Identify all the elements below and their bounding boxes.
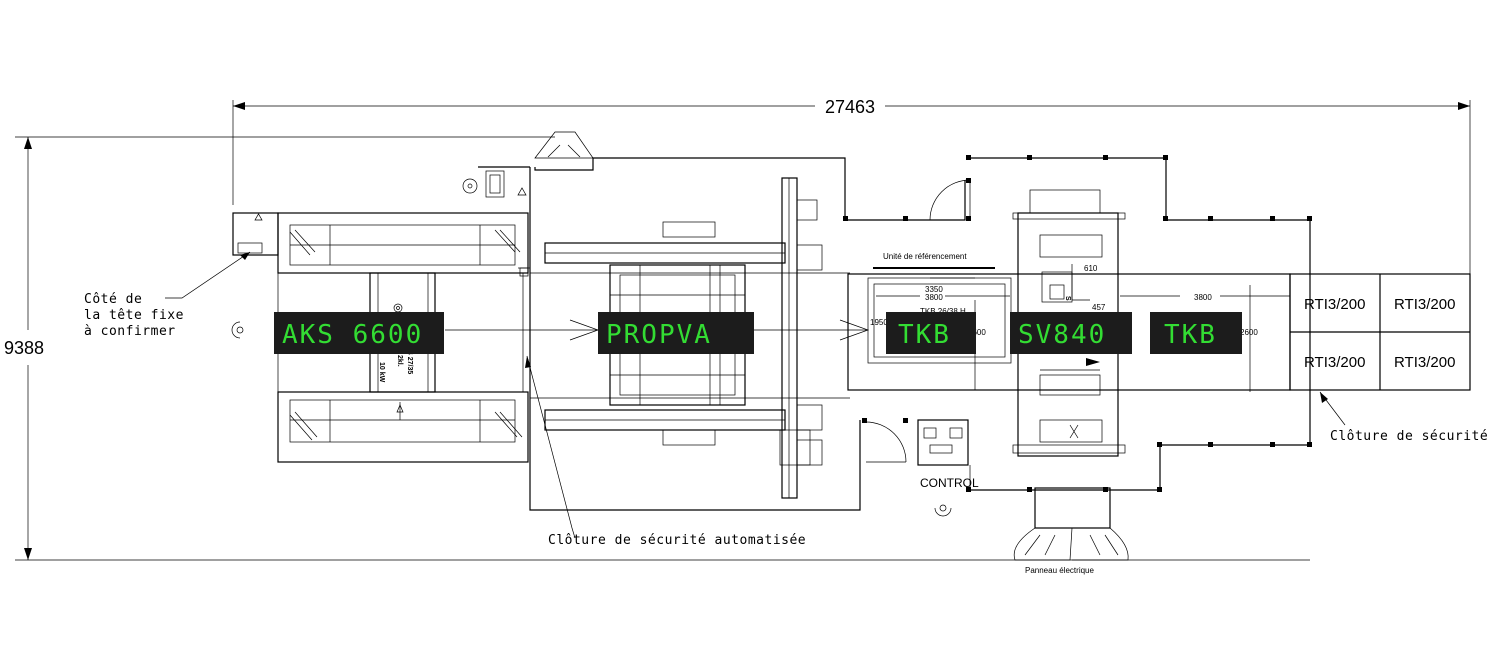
svg-text:2600: 2600 <box>968 328 986 337</box>
propva-machine-drawing <box>445 177 870 499</box>
machine-label-aks: AKS 6600 <box>274 312 444 354</box>
machine-label-sv840-text: SV840 <box>1018 320 1106 350</box>
svg-text:2600: 2600 <box>1240 328 1258 337</box>
electrical-panel-label: Panneau électrique <box>1025 566 1094 575</box>
machine-label-sv840: SV840 <box>1010 312 1132 354</box>
svg-text:457: 457 <box>1092 303 1106 312</box>
machine-label-tkb-2: TKB <box>1150 312 1242 354</box>
svg-text:2kl.: 2kl. <box>396 355 403 367</box>
rt-table-3: RTI3/200 <box>1304 354 1365 371</box>
machine-label-tkb-1: TKB <box>886 312 976 354</box>
rt-tables-grid: RTI3/200 RTI3/200 RTI3/200 RTI3/200 <box>1289 273 1471 391</box>
rt-table-2: RTI3/200 <box>1394 296 1455 313</box>
machine-label-aks-text: AKS 6600 <box>282 320 423 350</box>
overall-length-dimension: 27463 <box>232 97 1471 330</box>
svg-text:Clôture de sécurité automatisé: Clôture de sécurité automatisée <box>548 533 806 548</box>
fixed-head-note: Côté de la tête fixe à confirmer <box>84 251 251 339</box>
svg-text:S: S <box>1064 296 1071 301</box>
overall-width-label: 9388 <box>4 338 44 358</box>
safety-fence-note: Clôture de sécurité <box>1319 391 1488 444</box>
overall-width-dimension: 9388 <box>4 136 1310 561</box>
svg-text:3800: 3800 <box>1194 293 1212 302</box>
svg-text:la tête fixe: la tête fixe <box>84 308 184 323</box>
svg-text:10 kW: 10 kW <box>378 362 385 383</box>
svg-text:3800: 3800 <box>925 293 943 302</box>
svg-text:TKB 26/38 H: TKB 26/38 H <box>920 307 966 316</box>
automated-fence-note: Clôture de sécurité automatisée <box>525 355 806 548</box>
rt-table-4: RTI3/200 <box>1394 354 1455 371</box>
control-label: CONTROL <box>920 476 979 490</box>
overall-length-label: 27463 <box>825 97 875 117</box>
control-desk: CONTROL <box>917 419 979 517</box>
svg-text:1950: 1950 <box>870 318 888 327</box>
machine-label-tkb-1-text: TKB <box>898 320 951 350</box>
rt-table-1: RTI3/200 <box>1304 296 1365 313</box>
svg-text:AKS 27/35: AKS 27/35 <box>406 340 413 374</box>
svg-text:3350: 3350 <box>925 285 943 294</box>
automated-fence <box>529 131 971 511</box>
svg-text:Clôture de sécurité: Clôture de sécurité <box>1330 429 1488 444</box>
electrical-panel: Panneau électrique <box>1013 487 1129 575</box>
machine-label-propva: PROPVA <box>598 312 754 354</box>
svg-text:610: 610 <box>1084 264 1098 273</box>
machine-label-propva-text: PROPVA <box>606 320 712 350</box>
svg-text:à confirmer: à confirmer <box>84 324 176 339</box>
svg-text:Côté de: Côté de <box>84 292 142 307</box>
machine-label-tkb-2-text: TKB <box>1164 320 1217 350</box>
referencing-unit-label: Unité de référencement <box>883 252 967 261</box>
